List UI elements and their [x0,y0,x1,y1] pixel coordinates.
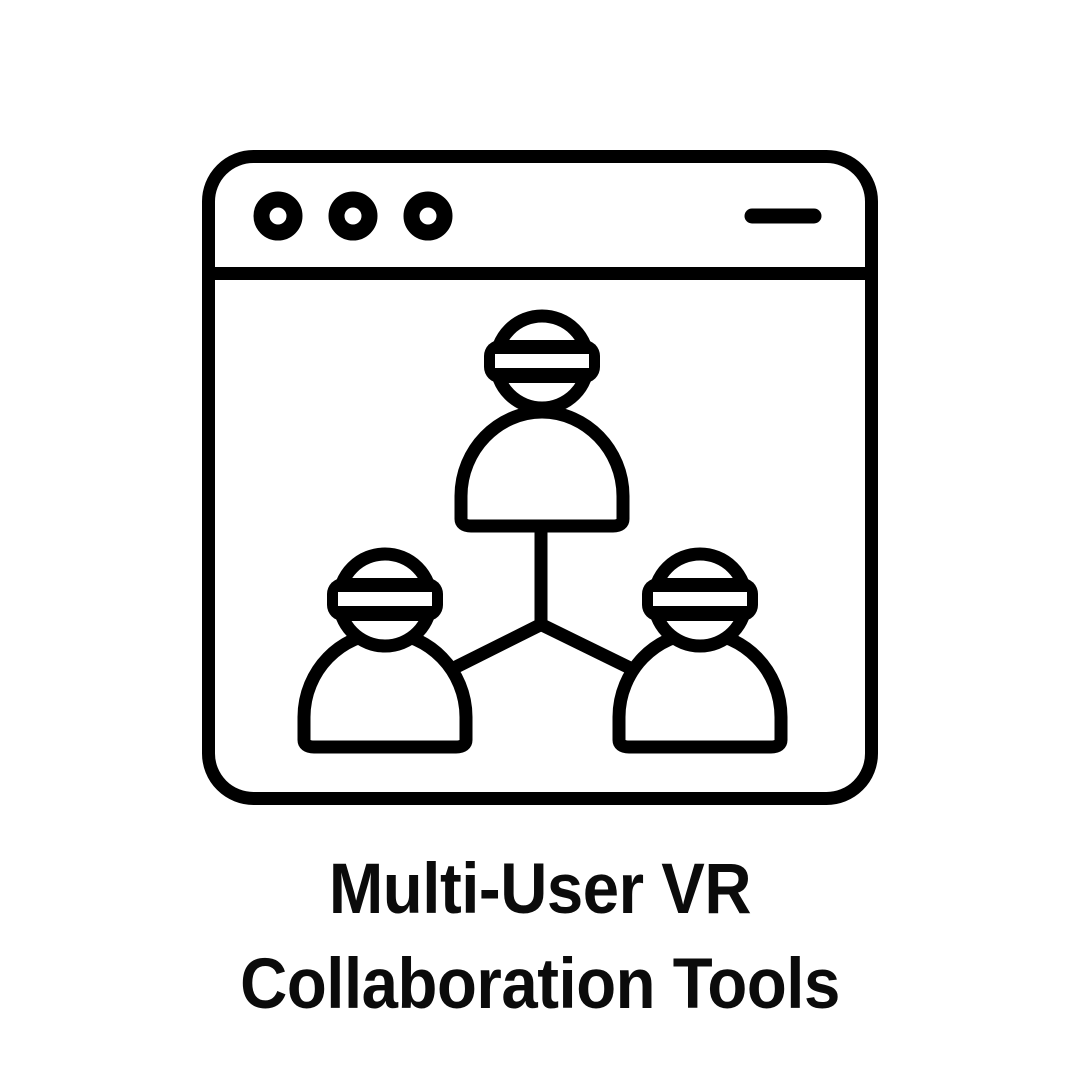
avatar-bottom-right-body [612,626,788,754]
window-frame [202,150,878,805]
vr-collaboration-illustration [202,150,878,805]
window-dots-group [253,191,453,241]
window-dot-3[interactable] [403,191,453,241]
avatar-bottom-left-body [297,626,473,754]
avatar-bottom-left[interactable] [297,547,473,754]
window-dot-1[interactable] [253,191,303,241]
avatar-bottom-right-vr-visor-stripe [653,592,747,606]
avatar-bottom-left-vr-visor-stripe [338,592,432,606]
avatar-top-vr-visor-stripe [495,354,589,368]
caption-line-1: Multi-User VR [328,850,752,929]
connector-hub-to-bottom-left [449,616,549,675]
window-dot-2[interactable] [328,191,378,241]
avatar-top[interactable] [454,309,630,533]
avatar-bottom-right[interactable] [612,547,788,754]
browser-window[interactable] [202,150,878,805]
caption-line-2: Collaboration Tools [240,945,840,1024]
avatar-top-body [454,405,630,533]
caption: Multi-User VR Collaboration Tools [0,842,1080,1032]
connector-hub-to-bottom-right [533,616,635,675]
